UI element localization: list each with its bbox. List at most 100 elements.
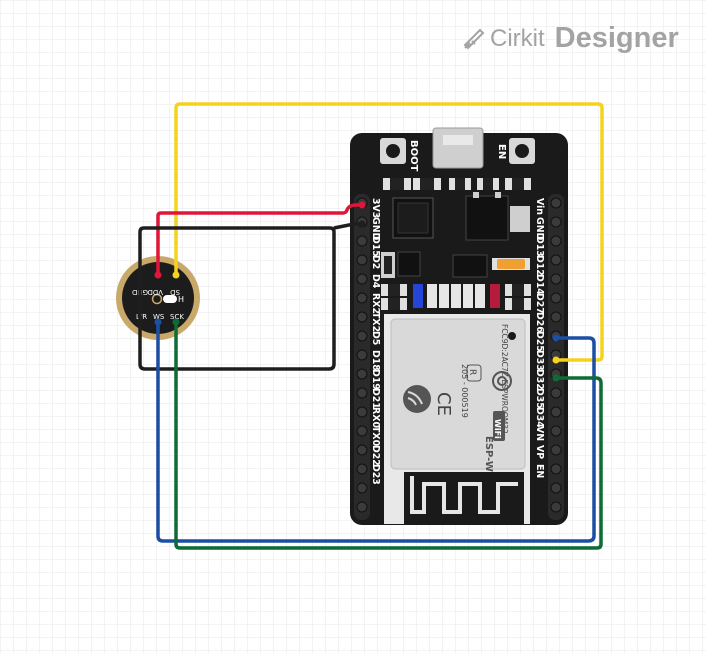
wire-red-vdd[interactable] [156, 203, 362, 275]
cirkit-designer-logo: Cirkit Designer [462, 22, 679, 55]
left-header-pin-d21[interactable] [356, 406, 368, 418]
right-header-pin-d13[interactable] [550, 254, 562, 266]
wire-blue-ws[interactable] [156, 322, 596, 543]
mic-pin-vdd-dot[interactable] [154, 271, 162, 279]
wire-green-sck[interactable] [174, 322, 603, 550]
en-button-cap [515, 144, 529, 158]
brand-product: Designer [554, 22, 679, 54]
mic-pin-lr-dot[interactable] [136, 318, 144, 326]
r-mark-box [466, 364, 482, 382]
pin-label-right-d32: D32 [534, 369, 545, 390]
pin-label-left-d19: D19 [370, 369, 381, 390]
pin-label-left-d23: D23 [370, 464, 381, 485]
left-header-pin-d15[interactable] [356, 254, 368, 266]
brand-name: Cirkit [490, 24, 545, 52]
usb-port [432, 127, 484, 169]
right-header-pin-vin[interactable] [550, 216, 562, 228]
mic-port-icon [151, 293, 163, 305]
left-header-pin-unused[interactable] [356, 501, 368, 513]
pen-nib-icon [463, 28, 485, 49]
mic-pin-sck-dot[interactable] [172, 318, 180, 326]
pin-label-right-d34: D34 [534, 407, 545, 428]
pin-label-right-d33: D33 [534, 350, 545, 371]
mic-h-label: H [178, 295, 184, 304]
left-header-pin-d5[interactable] [356, 349, 368, 361]
right-header-pin-d35[interactable] [550, 406, 562, 418]
mic-pin-gnd-dot[interactable] [136, 271, 144, 279]
esp-pin-d25-dot[interactable] [552, 334, 560, 342]
left-pin-header [354, 194, 370, 520]
pin-label-left-tx2: TX2 [370, 312, 381, 332]
right-header-pin-d27[interactable] [550, 311, 562, 323]
usb-port-inner [443, 135, 473, 145]
pin-label-left-d18: D18 [370, 350, 381, 371]
pin-label-right-d13: D13 [534, 236, 545, 257]
left-header-pin-tx2[interactable] [356, 330, 368, 342]
pin-label-left-d5: D5 [370, 331, 381, 345]
module-code-text: 205 - 000519 [460, 364, 469, 418]
left-header-pin-d22[interactable] [356, 463, 368, 475]
pin-label-left-3v3: 3V3 [370, 198, 381, 218]
right-header-pin-vn[interactable] [550, 444, 562, 456]
boot-button-cap [386, 144, 400, 158]
left-header-pin-rx0[interactable] [356, 425, 368, 437]
pin-label-left-d22: D22 [370, 445, 381, 466]
right-header-pin-d14[interactable] [550, 292, 562, 304]
connection-points [136, 201, 560, 382]
pin-label-left-d2: D2 [370, 255, 381, 269]
right-header-pin-d32[interactable] [550, 387, 562, 399]
wifi-badge [493, 411, 505, 441]
boot-label: BOOT [408, 140, 419, 172]
left-header-pin-d19[interactable] [356, 387, 368, 399]
mic-pin-sd-dot[interactable] [172, 271, 180, 279]
right-header-pin-en[interactable] [550, 482, 562, 494]
smd-components [381, 178, 531, 310]
esp-pin-d32-dot[interactable] [552, 374, 560, 382]
mic-pin-label-ws: WS [153, 313, 165, 321]
module-ce-mark: CE [433, 392, 454, 416]
esp-wroom32-module: FCC9D:2AC7Z-ESPWROOM32 R 205 - 000519 CE… [384, 314, 530, 524]
left-header-pin-rx2[interactable] [356, 311, 368, 323]
mic-pin-label-vdd: VDD [147, 288, 163, 296]
wire-yellow-sd[interactable] [174, 102, 604, 362]
pin-label-right-vp: VP [534, 445, 545, 459]
mic-pin-label-sck: SCK [170, 313, 184, 321]
pin-label-left-gnd: GND [370, 217, 381, 241]
pin-label-left-d21: D21 [370, 388, 381, 409]
pin-label-right-vin: Vin [534, 198, 545, 215]
left-header-pin-d4[interactable] [356, 292, 368, 304]
left-header-pin-d18[interactable] [356, 368, 368, 380]
esp32-board[interactable]: BOOT EN [350, 127, 568, 525]
module-wifi-mark: WiFi [493, 419, 502, 439]
pin-label-left-tx0: TX0 [370, 426, 381, 447]
wire-black-gnd-loop[interactable] [138, 226, 336, 371]
espressif-logo-icon [403, 385, 431, 413]
left-header-pin-tx0[interactable] [356, 444, 368, 456]
mic-pin-ws-dot[interactable] [154, 318, 162, 326]
en-label: EN [496, 144, 507, 159]
wires [138, 102, 604, 550]
pin-label-right-d14: D14 [534, 274, 545, 295]
esp-pin-gnd-dot[interactable] [358, 220, 366, 228]
left-header-pin-d2[interactable] [356, 273, 368, 285]
left-header-pin-d23[interactable] [356, 482, 368, 494]
pin-label-right-d26: D26 [534, 312, 545, 333]
pin-label-right-d35: D35 [534, 388, 545, 409]
right-header-pin-unused[interactable] [550, 197, 562, 209]
right-header-pin-unused[interactable] [550, 501, 562, 513]
esp-pin-3v3-dot[interactable] [358, 201, 366, 209]
right-header-pin-d12[interactable] [550, 273, 562, 285]
right-header-pin-d34[interactable] [550, 425, 562, 437]
right-header-pin-vp[interactable] [550, 463, 562, 475]
pin-label-right-d27: D27 [534, 293, 545, 314]
esp-pin-d33-dot[interactable] [552, 356, 560, 364]
pin-label-left-rx2: RX2 [370, 293, 381, 314]
pin-label-left-rx0: RX0 [370, 407, 381, 428]
right-header-pin-gnd[interactable] [550, 235, 562, 247]
pin-label-left-d15: D15 [370, 236, 381, 257]
left-header-pin-gnd[interactable] [356, 235, 368, 247]
mic-pin-label-sd: SD [170, 288, 180, 296]
pin-label-right-d25: D25 [534, 331, 545, 352]
